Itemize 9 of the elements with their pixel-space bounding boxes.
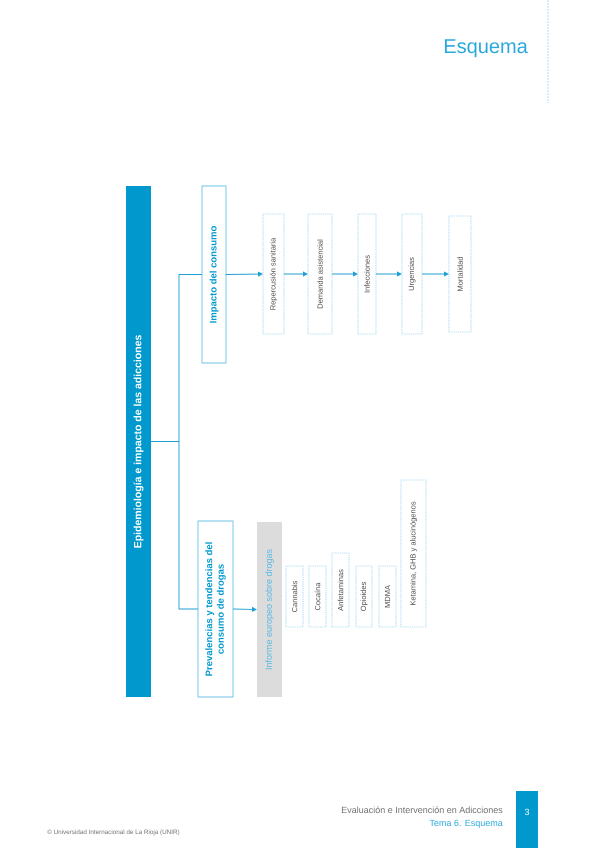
topic-box: Impacto del consumo: [202, 186, 226, 364]
source-box: Informe europeo sobre drogas: [257, 522, 282, 697]
page-heading: Esquema: [444, 39, 528, 58]
topic-box: Prevalencias y tendencias del consumo de drogas: [198, 520, 234, 698]
connector-line: [150, 441, 198, 610]
section-label: Tema 6. Esquema: [430, 820, 503, 828]
course-title: Evaluación e Intervención en Adicciones: [342, 806, 502, 814]
page-number: 3: [516, 791, 538, 848]
title-banner: Epidemiología e impacto de las adicciones: [126, 186, 151, 697]
